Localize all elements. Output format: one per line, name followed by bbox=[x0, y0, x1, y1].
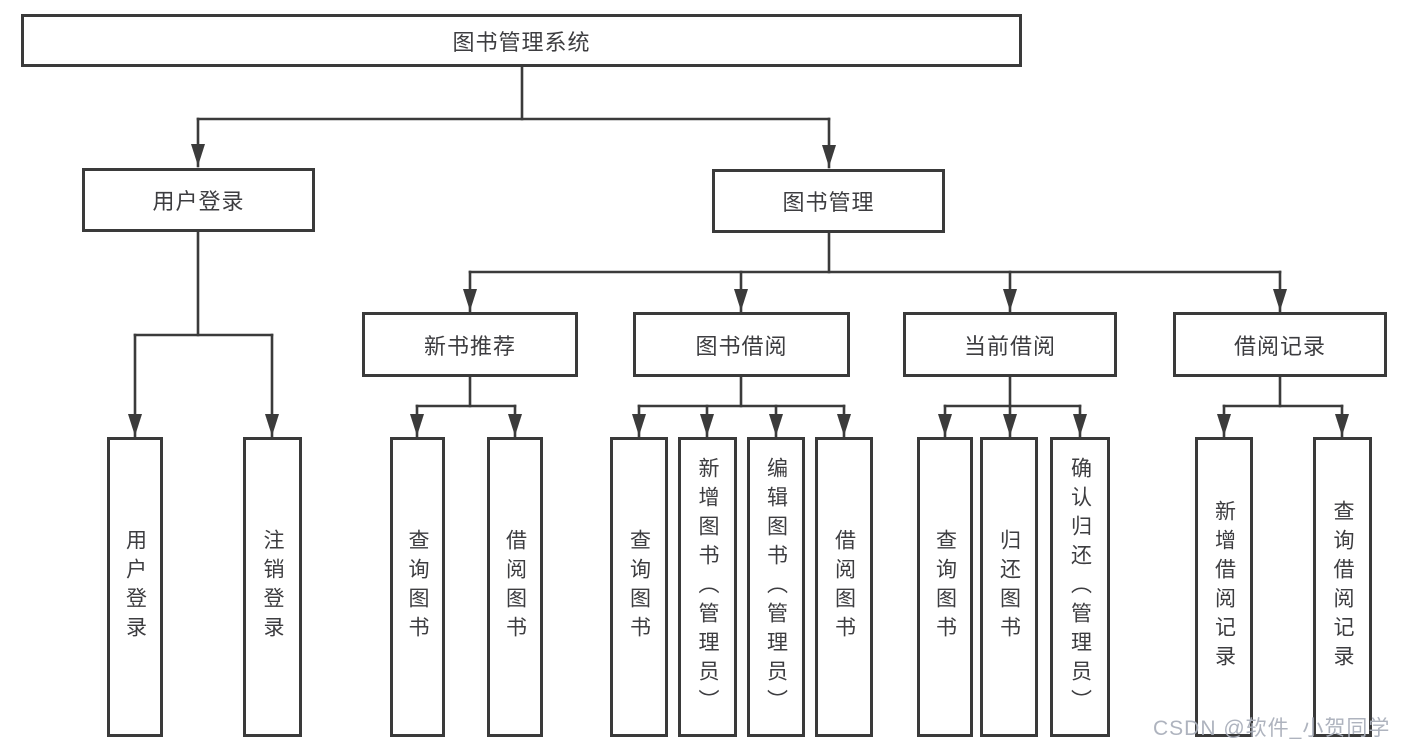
node-logout-action: 注销登录 bbox=[243, 437, 302, 737]
node-bb-query-books: 查询图书 bbox=[610, 437, 668, 737]
node-bb-edit-books-admin: 编辑图书（管理员） bbox=[747, 437, 805, 737]
node-book-management: 图书管理 bbox=[712, 169, 945, 233]
node-book-borrow: 图书借阅 bbox=[633, 312, 850, 377]
node-br-query-record: 查询借阅记录 bbox=[1313, 437, 1372, 737]
node-login-action: 用户登录 bbox=[107, 437, 163, 737]
node-br-add-record: 新增借阅记录 bbox=[1195, 437, 1253, 737]
node-cb-return-books: 归还图书 bbox=[980, 437, 1038, 737]
node-bb-borrow-books: 借阅图书 bbox=[815, 437, 873, 737]
node-user-login: 用户登录 bbox=[82, 168, 315, 232]
node-bb-add-books-admin: 新增图书（管理员） bbox=[678, 437, 737, 737]
node-root: 图书管理系统 bbox=[21, 14, 1022, 67]
node-current-borrow: 当前借阅 bbox=[903, 312, 1117, 377]
node-nbr-borrow-books: 借阅图书 bbox=[487, 437, 543, 737]
watermark: CSDN @软件_小贺同学 bbox=[1153, 717, 1391, 740]
node-borrow-records: 借阅记录 bbox=[1173, 312, 1387, 377]
node-cb-query-books: 查询图书 bbox=[917, 437, 973, 737]
node-cb-confirm-return-admin: 确认归还（管理员） bbox=[1050, 437, 1110, 737]
node-new-book-recommend: 新书推荐 bbox=[362, 312, 578, 377]
node-nbr-query-books: 查询图书 bbox=[390, 437, 445, 737]
